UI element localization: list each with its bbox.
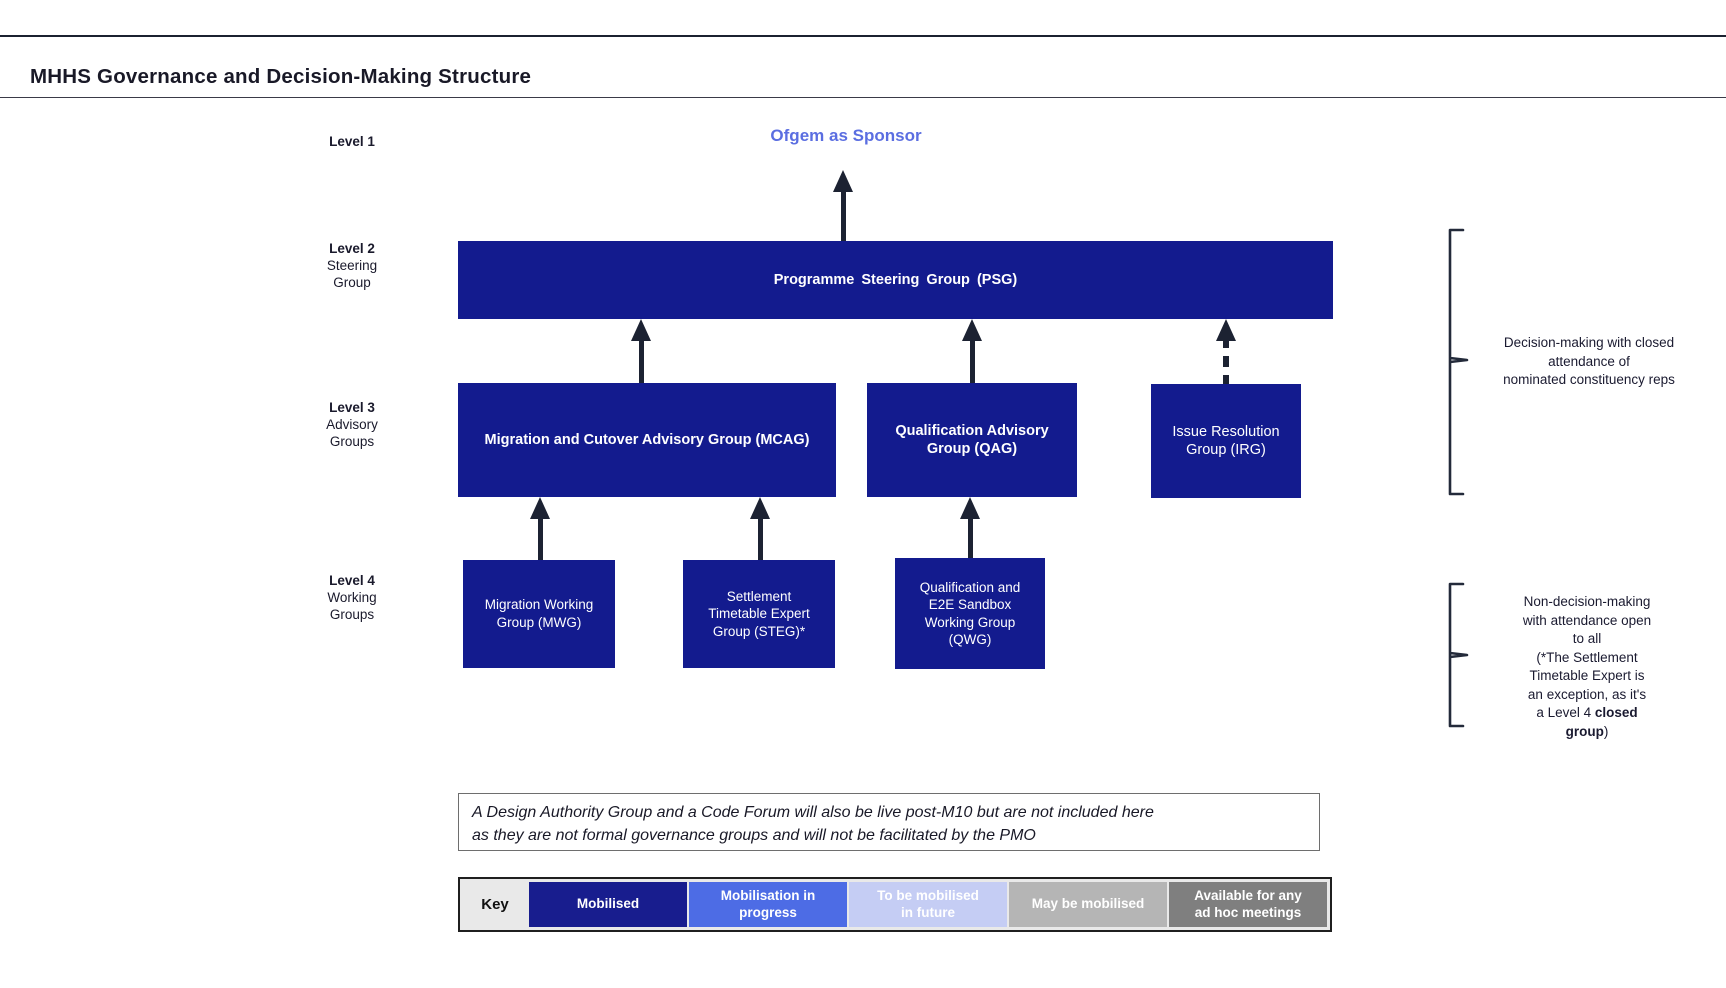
annotation-group-bold: group [1565,723,1604,739]
up-arrow-mcag-to-psg [631,319,651,383]
footnote-line-1: A Design Authority Group and a Code Foru… [472,804,1154,821]
box-qag-label: Qualification Advisory Group (QAG) [895,423,1049,457]
level-3-sublabel: Advisory Groups [326,417,378,449]
title-underline-rule [0,97,1726,98]
level-3-label: Level 3 Advisory Groups [300,399,404,450]
legend-item-mobilisation-in-progress: Mobilisation in progress [689,882,847,927]
arrow-stem [638,337,644,383]
level-4-label: Level 4 Working Groups [300,572,404,623]
level-2-label: Level 2 Steering Group [300,240,404,291]
legend-item-available-ad-hoc: Available for any ad hoc meetings [1169,882,1327,927]
box-qwg-label: Qualification and E2E Sandbox Working Gr… [919,579,1021,648]
legend-item-mobilised: Mobilised [529,882,687,927]
dashed-arrow-stem [1223,337,1229,384]
legend-item-to-be-mobilised: To be mobilised in future [849,882,1007,927]
level-1-name: Level 1 [329,134,375,149]
legend-key-label: Key [481,896,509,913]
level-4-name: Level 4 [329,573,375,588]
annotation-non-decision-making: Non-decision-making with attendance open… [1472,593,1702,741]
footnote-line-2: as they are not formal governance groups… [472,827,1036,844]
arrow-head-icon [530,497,550,519]
box-migration-working-group: Migration Working Group (MWG) [463,560,615,668]
up-arrow-mwg-to-mcag [530,497,550,560]
up-arrow-qag-to-psg [962,319,982,383]
box-migration-cutover-advisory-group: Migration and Cutover Advisory Group (MC… [458,383,836,497]
box-programme-steering-group: Programme Steering Group (PSG) [458,241,1333,319]
box-qualification-advisory-group: Qualification Advisory Group (QAG) [867,383,1077,497]
box-settlement-timetable-expert-group: Settlement Timetable Expert Group (STEG)… [683,560,835,668]
box-issue-resolution-group: Issue Resolution Group (IRG) [1151,384,1301,498]
legend-key-bar: Key Mobilised Mobilisation in progress T… [458,877,1332,932]
box-mcag-label: Migration and Cutover Advisory Group (MC… [484,432,810,448]
sponsor-label: Ofgem as Sponsor [770,126,922,145]
footnote-box: A Design Authority Group and a Code Foru… [458,793,1320,851]
up-arrow-steg-to-mcag [750,497,770,560]
arrow-stem [967,515,973,558]
arrow-head-icon [960,497,980,519]
annotation-closed-bold: closed [1594,705,1638,720]
level-1-label: Level 1 [300,133,404,150]
annotation-closing-paren: ) [1603,723,1609,739]
grouping-bracket-nondecision-icon [1448,582,1469,728]
annotation-decision-making: Decision-making with closed attendance o… [1503,335,1675,387]
grouping-bracket-decision-icon [1448,228,1469,496]
arrow-head-icon [1216,319,1236,341]
level-3-name: Level 3 [329,400,375,415]
annotation-level4-prefix: a Level 4 [1536,705,1595,720]
page-title: MHHS Governance and Decision-Making Stru… [30,64,532,88]
annotation-non-decision-lines: Non-decision-making with attendance open… [1522,594,1652,702]
top-rule [0,35,1726,37]
up-arrow-psg-to-sponsor [833,170,853,241]
arrow-stem [969,337,975,383]
up-arrow-qwg-to-qag [960,497,980,558]
level-2-name: Level 2 [329,241,375,256]
box-psg-label: Programme Steering Group (PSG) [773,272,1018,288]
box-steg-label: Settlement Timetable Expert Group (STEG)… [708,588,810,639]
box-qualification-e2e-sandbox-working-group: Qualification and E2E Sandbox Working Gr… [895,558,1045,669]
arrow-head-icon [833,170,853,192]
arrow-stem [840,188,846,241]
legend-item-may-be-mobilised: May be mobilised [1009,882,1167,927]
arrow-stem [757,515,763,560]
level-4-sublabel: Working Groups [327,590,377,622]
box-irg-label: Issue Resolution Group (IRG) [1172,424,1280,458]
arrow-stem [537,515,543,560]
level-2-sublabel: Steering Group [326,258,378,290]
dashed-up-arrow-irg-to-psg [1216,319,1236,384]
arrow-head-icon [962,319,982,341]
arrow-head-icon [631,319,651,341]
arrow-head-icon [750,497,770,519]
box-mwg-label: Migration Working Group (MWG) [484,597,594,630]
